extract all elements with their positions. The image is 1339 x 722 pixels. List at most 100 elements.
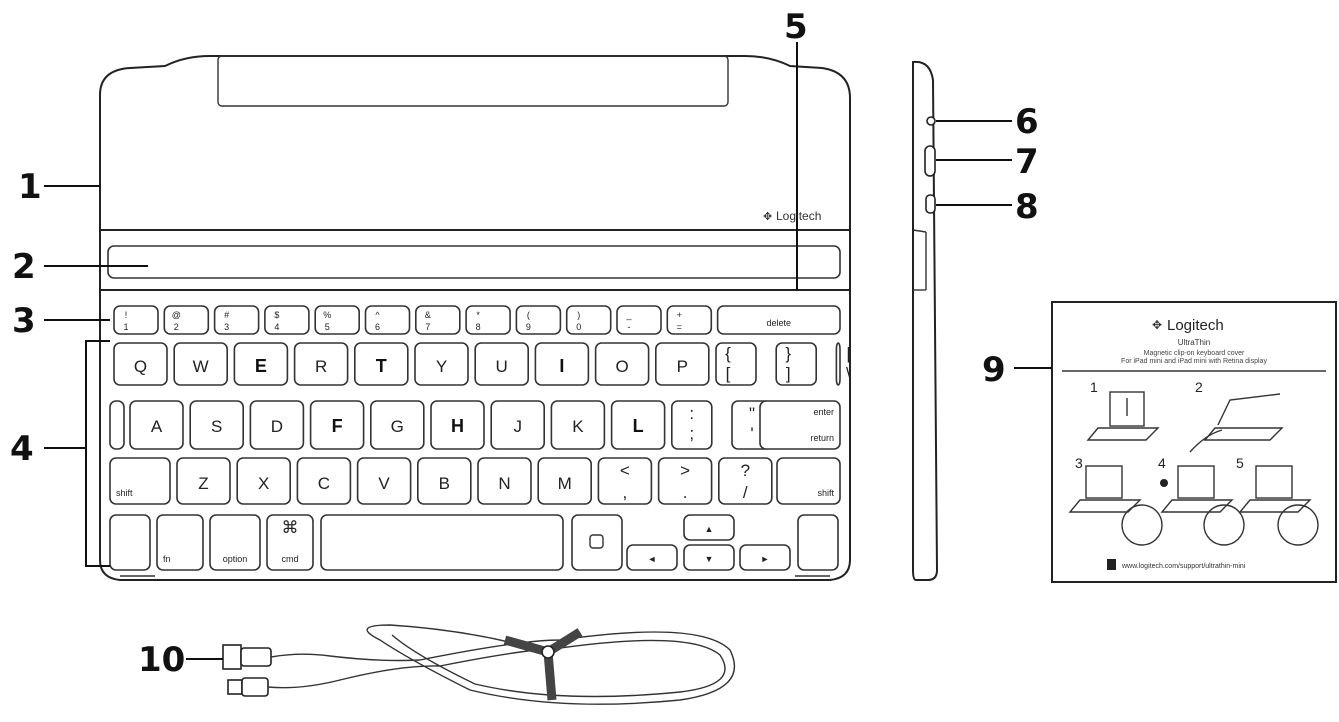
key-8-cap: [465, 305, 511, 335]
arrow-up-icon: ▲: [705, 524, 714, 534]
key-v-cap: [356, 457, 412, 505]
callout-leaders: [44, 42, 1052, 660]
key-w-cap: [173, 342, 228, 386]
key-label: J: [513, 417, 522, 436]
key-delete: delete: [716, 305, 841, 335]
key-bottom-label: [: [726, 364, 731, 383]
key-label: P: [677, 357, 688, 376]
key-label: K: [572, 417, 584, 436]
key-bottom-label: 5: [325, 322, 330, 332]
key-bottom-label: =: [677, 322, 682, 332]
key-q: Q: [113, 342, 168, 386]
callout-10: 10: [138, 640, 185, 680]
key-label: W: [193, 357, 209, 376]
key-cmd-label: cmd: [281, 554, 298, 564]
key-arrow-up: ▲: [683, 514, 735, 541]
key-top-label: !: [125, 310, 128, 320]
key-bottom-label: -: [628, 322, 631, 332]
key-label: D: [271, 417, 283, 436]
key-label: E: [255, 356, 267, 376]
qs-step-3: 3: [1075, 455, 1083, 471]
key-home-cap: [571, 514, 623, 571]
key-k: K: [550, 400, 606, 450]
usb-a-plug: [222, 644, 242, 670]
key-1: !1: [113, 305, 159, 335]
key-arrow-right-cap: [739, 544, 791, 571]
qs-url: www.logitech.com/support/ultrathin-mini: [1121, 563, 1246, 570]
key-bottom-label: .: [683, 483, 688, 502]
key-shift-label: shift: [817, 488, 834, 498]
qs-logo-icon: ✥: [1152, 318, 1162, 332]
key-arrow-up-cap: [683, 514, 735, 541]
key-top-label: _: [625, 310, 632, 320]
key-option-cap: [209, 514, 261, 571]
key-y-cap: [414, 342, 469, 386]
logitech-logo-cover: ✥ Logitech: [763, 209, 821, 223]
key-top-label: %: [323, 310, 331, 320]
key-label: R: [315, 357, 327, 376]
key-3: #3: [213, 305, 260, 335]
key-r: R: [293, 342, 349, 386]
key-z-cap: [176, 457, 231, 505]
key-symbol-2: }]: [775, 342, 818, 386]
qs-step-1: 1: [1090, 379, 1098, 395]
key-home: [571, 514, 623, 571]
callout-5: 5: [784, 7, 808, 47]
key-bottom-label: ;: [689, 424, 694, 443]
key-12-cap: [666, 305, 713, 335]
key-symbol-3-cap: [835, 342, 841, 386]
qs-step-4-illustration: [1160, 465, 1245, 546]
key-d-cap: [249, 400, 305, 450]
key-x-cap: [236, 457, 291, 505]
key-label: M: [558, 474, 572, 493]
key-label: A: [151, 417, 163, 436]
key-punct-z-2-cap: [657, 457, 713, 505]
key-u: U: [474, 342, 530, 386]
key-label: V: [378, 474, 390, 493]
key-12: +=: [666, 305, 713, 335]
key-r-cap: [293, 342, 349, 386]
key-symbol-2-cap: [775, 342, 818, 386]
arrow-left-icon: ◄: [648, 554, 657, 564]
key-symbol-3: |\: [835, 342, 851, 386]
key-f-cap: [309, 400, 365, 450]
key-5-cap: [314, 305, 361, 335]
key-label: Y: [436, 357, 447, 376]
micro-usb-plug: [227, 679, 243, 695]
key-o: O: [594, 342, 650, 386]
key-a: A: [129, 400, 184, 450]
callout-9: 9: [982, 350, 1006, 390]
key-t-cap: [353, 342, 409, 386]
key-9: (9: [515, 305, 562, 335]
key-bottom-label: ]: [786, 364, 791, 383]
key-punct-z-1: <,: [597, 457, 653, 505]
key-bottom-label: 7: [425, 322, 430, 332]
key-top-label: $: [274, 310, 279, 320]
key-10: )0: [565, 305, 612, 335]
key-2: @2: [163, 305, 210, 335]
key-shift-right: shift: [776, 457, 841, 505]
key-n: N: [477, 457, 532, 505]
key-bottom-label: 8: [476, 322, 481, 332]
key-top-label: ?: [741, 461, 750, 480]
key-e-cap: [233, 342, 289, 386]
key-label: U: [496, 357, 508, 376]
key-corner-right: [797, 514, 839, 571]
key-top-label: ): [577, 310, 580, 320]
key-corner-left: [109, 514, 151, 571]
key-top-label: ^: [375, 310, 380, 320]
key-m: M: [537, 457, 593, 505]
key-top-label: {: [725, 344, 731, 363]
key-z: Z: [176, 457, 231, 505]
key-i-cap: [534, 342, 590, 386]
qs-step-1-illustration: [1086, 391, 1160, 441]
callout-4: 4: [10, 429, 34, 469]
key-top-label: +: [677, 310, 682, 320]
key-5: %5: [314, 305, 361, 335]
key-arrow-right: ►: [739, 544, 791, 571]
key-n-cap: [477, 457, 532, 505]
key-bottom-label: ': [750, 424, 753, 443]
key-7: &7: [414, 305, 461, 335]
